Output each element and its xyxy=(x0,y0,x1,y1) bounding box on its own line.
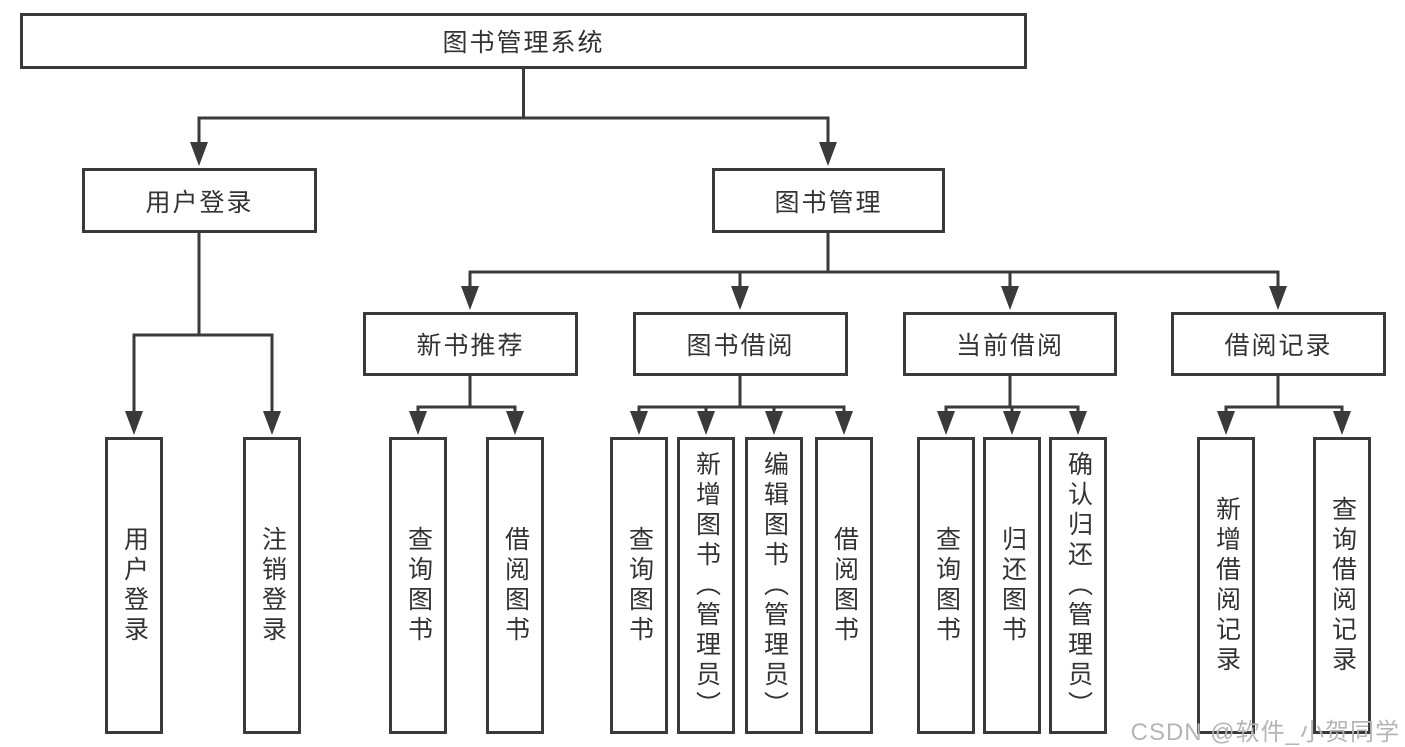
leaf-confirm-return-admin: 确认归还（管理员） xyxy=(1049,437,1107,734)
node-borrow-records: 借阅记录 xyxy=(1171,312,1386,376)
leaf-borrow-book-label: 借阅图书 xyxy=(830,525,859,646)
leaf-edit-book-admin-label: 编辑图书（管理员） xyxy=(760,450,789,721)
leaf-recommend-query-book: 查询图书 xyxy=(389,437,447,734)
leaf-borrow-query-book: 查询图书 xyxy=(610,437,668,734)
leaf-borrow-book: 借阅图书 xyxy=(815,437,873,734)
leaf-current-query-book-label: 查询图书 xyxy=(932,525,961,646)
leaf-current-query-book: 查询图书 xyxy=(917,437,975,734)
leaf-borrow-query-book-label: 查询图书 xyxy=(625,525,654,646)
node-new-book-recommend: 新书推荐 xyxy=(363,312,578,376)
leaf-add-book-admin: 新增图书（管理员） xyxy=(677,437,735,734)
leaf-recommend-borrow-book: 借阅图书 xyxy=(486,437,544,734)
leaf-add-borrow-record-label: 新增借阅记录 xyxy=(1212,495,1241,676)
leaf-query-borrow-record-label: 查询借阅记录 xyxy=(1328,495,1357,676)
leaf-recommend-query-book-label: 查询图书 xyxy=(404,525,433,646)
leaf-query-borrow-record: 查询借阅记录 xyxy=(1313,437,1371,734)
node-current-borrow: 当前借阅 xyxy=(903,312,1117,376)
leaf-add-book-admin-label: 新增图书（管理员） xyxy=(692,450,721,721)
leaf-logout: 注销登录 xyxy=(243,437,301,734)
leaf-recommend-borrow-book-label: 借阅图书 xyxy=(501,525,530,646)
node-book-borrow: 图书借阅 xyxy=(633,312,848,376)
leaf-return-book-label: 归还图书 xyxy=(998,525,1027,646)
leaf-user-login: 用户登录 xyxy=(105,437,163,734)
leaf-add-borrow-record: 新增借阅记录 xyxy=(1197,437,1255,734)
node-root: 图书管理系统 xyxy=(20,13,1027,69)
leaf-confirm-return-admin-label: 确认归还（管理员） xyxy=(1064,450,1093,721)
node-user-login: 用户登录 xyxy=(82,168,317,233)
leaf-logout-label: 注销登录 xyxy=(258,525,287,646)
leaf-user-login-label: 用户登录 xyxy=(120,525,149,646)
csdn-watermark: CSDN @软件_小贺同学 xyxy=(1130,719,1400,746)
leaf-return-book: 归还图书 xyxy=(983,437,1041,734)
leaf-edit-book-admin: 编辑图书（管理员） xyxy=(745,437,803,734)
node-book-management: 图书管理 xyxy=(712,168,945,233)
